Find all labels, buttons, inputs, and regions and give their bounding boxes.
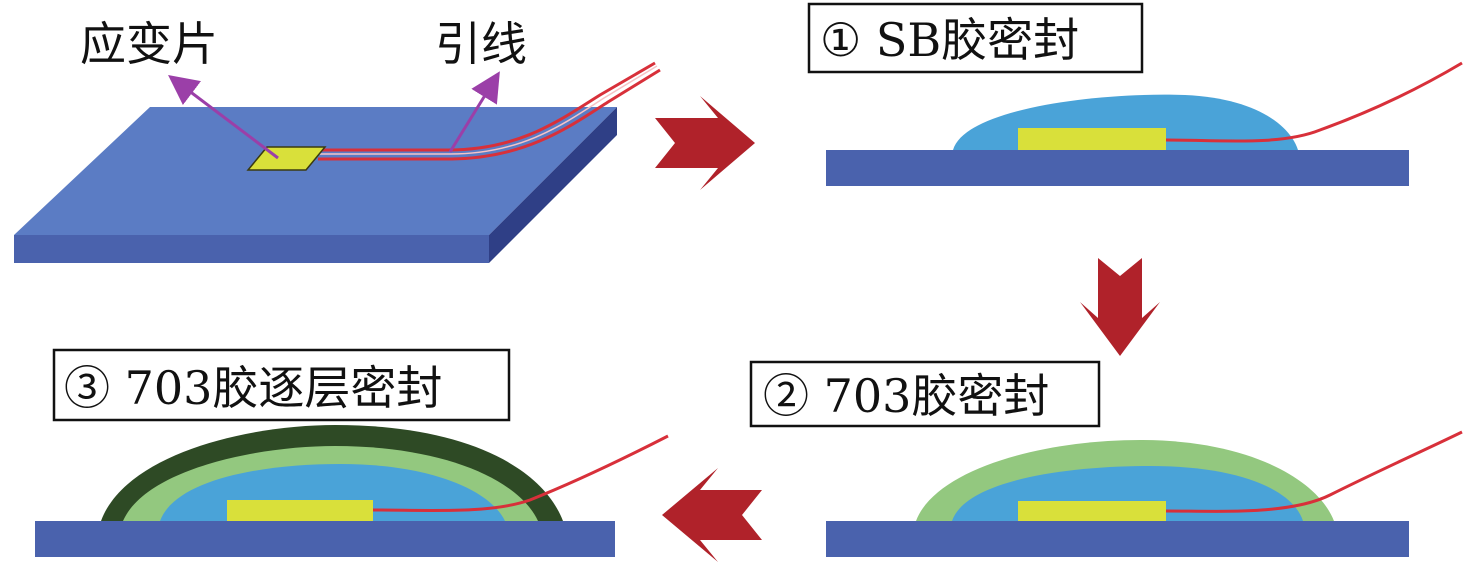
right-arrow-icon [655, 96, 755, 190]
strain-gauge-label: 应变片 [80, 17, 218, 71]
substrate-front-face [14, 235, 489, 263]
step2-panel: ② 703胶密封 [749, 360, 1463, 557]
step3-label: ③ 703胶逐层密封 [64, 361, 442, 415]
lead-wire [318, 68, 661, 161]
step2-label: ② 703胶密封 [763, 369, 1049, 423]
step3-panel: ③ 703胶逐层密封 [35, 348, 669, 557]
substrate [35, 521, 615, 557]
substrate-3d-panel: 应变片 引线 [14, 17, 661, 263]
substrate-top-face [14, 107, 617, 235]
substrate-side-face [489, 107, 617, 263]
lead-wire [372, 434, 669, 513]
strain-gauge [1018, 501, 1166, 521]
step1-label-box [807, 2, 1144, 74]
pointer-arrow-icon [168, 74, 279, 160]
substrate [826, 521, 1409, 557]
step1-panel: ① SB胶密封 [807, 2, 1463, 186]
down-arrow-icon [1080, 258, 1160, 356]
lead-wire [318, 61, 656, 152]
left-arrow-icon [662, 468, 762, 562]
strain-gauge [227, 500, 373, 521]
pointer-arrow-icon [448, 71, 500, 153]
step1-label: ① SB胶密封 [820, 13, 1079, 67]
lead-wire-inner [318, 65, 658, 155]
substrate [826, 150, 1409, 186]
step3-label-box [52, 348, 511, 422]
strain-gauge [1018, 128, 1166, 150]
lead-wire-label: 引线 [435, 17, 527, 71]
lead-wire [1165, 430, 1463, 513]
lead-wire [1165, 61, 1463, 143]
strain-gauge [246, 146, 327, 171]
step2-label-box [749, 360, 1101, 428]
